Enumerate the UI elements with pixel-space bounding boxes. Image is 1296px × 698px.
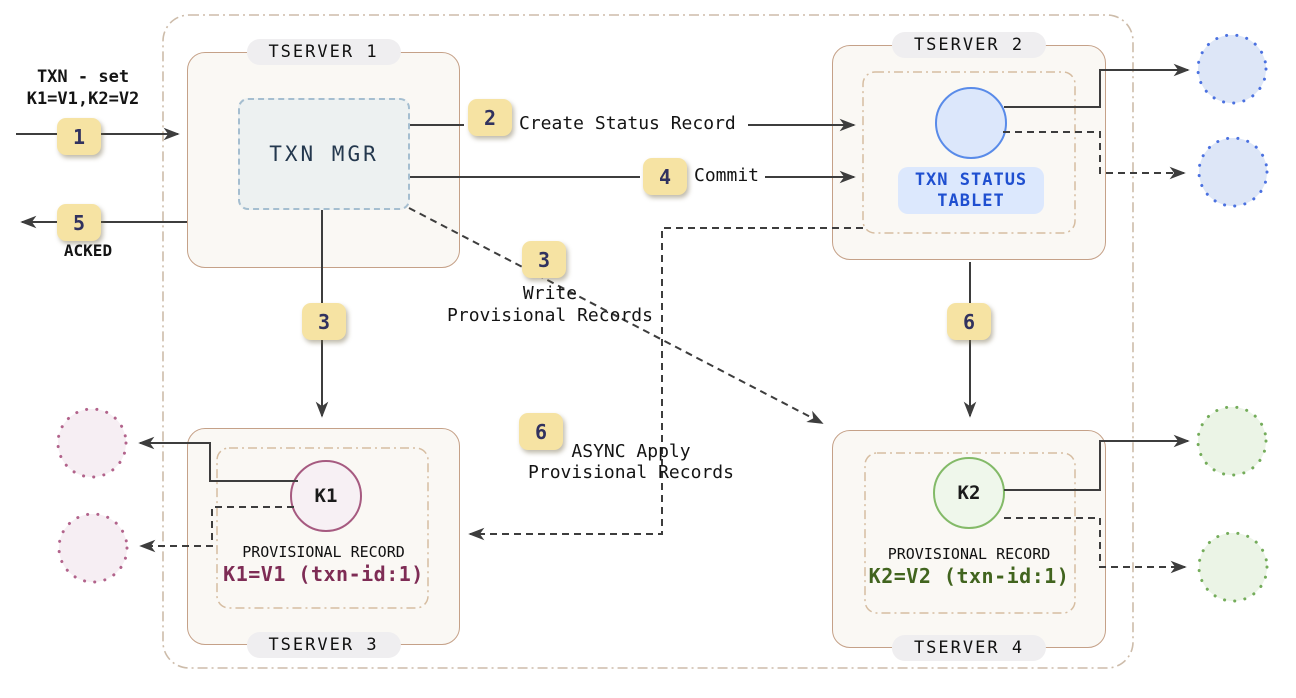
async-label-line1: ASYNC Apply bbox=[571, 441, 691, 462]
tserver2-box: TSERVER 2 TXN STATUS TABLET bbox=[832, 32, 1106, 260]
create-status-record-label: Create Status Record bbox=[519, 113, 736, 134]
record-title: PROVISIONAL RECORD bbox=[887, 545, 1051, 563]
provisional-record-k1: PROVISIONAL RECORD K1=V1 (txn-id:1) bbox=[188, 541, 459, 585]
replica-blue-1 bbox=[1196, 33, 1268, 105]
tserver3-box: TSERVER 3 K1 PROVISIONAL RECORD K1=V1 (t… bbox=[187, 428, 460, 658]
k1-label: K1 bbox=[314, 485, 338, 507]
step-badge-3-write: 3 bbox=[522, 241, 566, 278]
txn-mgr-box: TXN MGR bbox=[238, 98, 410, 210]
txn-status-tablet-label: TXN STATUS TABLET bbox=[898, 167, 1044, 214]
write-provisional-records-label: Write Provisional Records bbox=[440, 283, 660, 327]
k2-tablet-circle: K2 bbox=[933, 457, 1005, 529]
txn-mgr-label: TXN MGR bbox=[269, 142, 379, 166]
step-badge-6-vertical: 6 bbox=[947, 303, 991, 340]
step-badge-3-vertical: 3 bbox=[302, 303, 346, 340]
step-badge-2: 2 bbox=[468, 99, 512, 136]
tserver1-title: TSERVER 1 bbox=[246, 39, 401, 65]
provisional-record-k2: PROVISIONAL RECORD K2=V2 (txn-id:1) bbox=[833, 543, 1105, 587]
client-request-label: TXN - set K1=V1,K2=V2 bbox=[8, 66, 158, 110]
tserver4-box: TSERVER 4 K2 PROVISIONAL RECORD K2=V2 (t… bbox=[832, 430, 1106, 661]
tserver2-title: TSERVER 2 bbox=[891, 32, 1047, 58]
tserver1-box: TSERVER 1 TXN MGR bbox=[187, 39, 460, 268]
client-request-line1: TXN - set bbox=[36, 67, 130, 87]
replica-blue-2 bbox=[1197, 136, 1269, 208]
commit-label: Commit bbox=[694, 165, 760, 186]
k2-label: K2 bbox=[957, 482, 981, 504]
async-apply-label: ASYNC Apply Provisional Records bbox=[525, 441, 737, 483]
step-badge-1: 1 bbox=[57, 118, 101, 155]
async-label-line2: Provisional Records bbox=[528, 462, 734, 483]
k1-tablet-circle: K1 bbox=[290, 460, 362, 532]
client-request-line2: K1=V1,K2=V2 bbox=[26, 89, 140, 109]
tablet-label-line1: TXN STATUS bbox=[914, 169, 1028, 190]
tserver3-title: TSERVER 3 bbox=[246, 632, 401, 658]
record-value-k1: K1=V1 (txn-id:1) bbox=[223, 562, 424, 586]
replica-pink-2 bbox=[57, 512, 129, 584]
replica-green-1 bbox=[1196, 405, 1268, 477]
replica-green-2 bbox=[1197, 531, 1269, 603]
tablet-label-line2: TABLET bbox=[937, 190, 1005, 211]
tserver4-title: TSERVER 4 bbox=[891, 635, 1047, 661]
record-value-k2: K2=V2 (txn-id:1) bbox=[868, 564, 1070, 588]
acked-label: ACKED bbox=[63, 241, 113, 260]
write-label-line1: Write bbox=[522, 283, 578, 304]
step-badge-4: 4 bbox=[643, 158, 687, 195]
txn-status-tablet-circle bbox=[935, 87, 1007, 159]
write-label-line2: Provisional Records bbox=[447, 305, 653, 326]
step-badge-5: 5 bbox=[57, 204, 101, 241]
replica-pink-1 bbox=[56, 407, 128, 479]
record-title: PROVISIONAL RECORD bbox=[242, 543, 405, 561]
